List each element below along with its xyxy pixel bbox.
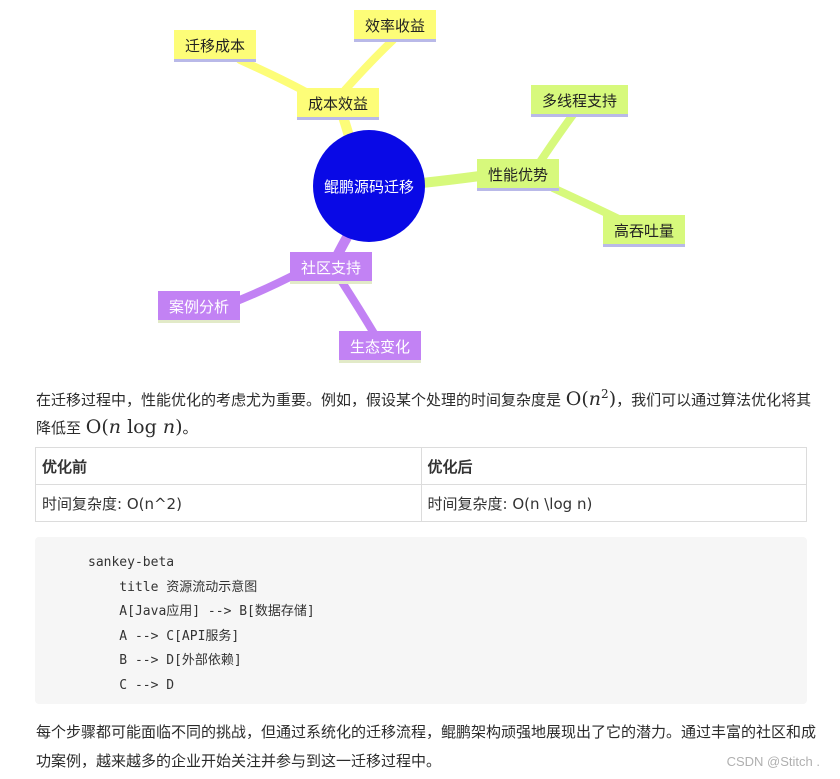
code-line: C --> D bbox=[88, 677, 175, 693]
mindmap-node-case-study: 案例分析 bbox=[158, 291, 241, 323]
edge-cost-benefit-efficiency bbox=[341, 36, 397, 94]
mindmap-root-node: 鲲鹏源码迁移 bbox=[313, 130, 425, 242]
mindmap-node-community: 社区支持 bbox=[290, 252, 373, 284]
code-line: A[Java应用] --> B[数据存储] bbox=[88, 604, 315, 620]
paragraph-summary: 每个步骤都可能面临不同的挑战，但通过系统化的迁移流程，鲲鹏架构顽强地展现出了它的… bbox=[36, 723, 817, 770]
code-line: A --> C[API服务] bbox=[88, 628, 240, 644]
mindmap-node-multithread: 多线程支持 bbox=[531, 85, 629, 117]
code-line: sankey-beta bbox=[88, 555, 175, 570]
table-header-after: 优化后 bbox=[420, 447, 807, 485]
edge-root-performance bbox=[417, 171, 485, 188]
table-header-row: 优化前 优化后 bbox=[35, 447, 807, 485]
table-header-before: 优化前 bbox=[35, 447, 422, 485]
mindmap-node-performance: 性能优势 bbox=[477, 159, 560, 191]
paragraph-performance: 在迁移过程中，性能优化的考虑尤为重要。例如，假设某个处理的时间复杂度是 O(n2… bbox=[36, 387, 812, 438]
code-line: B --> D[外部依赖] bbox=[88, 653, 242, 669]
complexity-table: 优化前 优化后 时间复杂度: O(n^2) 时间复杂度: O(n \log n) bbox=[35, 447, 807, 522]
edge-community-ecosystem bbox=[338, 278, 379, 339]
mindmap-node-ecosystem: 生态变化 bbox=[339, 331, 422, 363]
code-block[interactable]: sankey-beta title 资源流动示意图 A[Java应用] --> … bbox=[35, 537, 807, 704]
table-cell: 时间复杂度: O(n^2) bbox=[35, 484, 422, 522]
mindmap-node-efficiency-gain: 效率收益 bbox=[354, 10, 437, 42]
mindmap-node-migration-cost: 迁移成本 bbox=[174, 30, 257, 62]
table-row: 时间复杂度: O(n^2) 时间复杂度: O(n \log n) bbox=[35, 484, 807, 522]
math-complexity-after: O(n log n) bbox=[85, 416, 183, 438]
table-cell: 时间复杂度: O(n \log n) bbox=[420, 484, 807, 522]
code-line: title 资源流动示意图 bbox=[88, 579, 258, 595]
mindmap-node-throughput: 高吞吐量 bbox=[603, 215, 686, 247]
edge-performance-multithread bbox=[536, 108, 579, 166]
mindmap: 鲲鹏源码迁移 成本效益 迁移成本 效率收益 性能优势 多线程支持 高吞吐量 社区… bbox=[0, 0, 840, 372]
watermark: CSDN @Stitch . bbox=[726, 754, 820, 769]
mindmap-node-cost-benefit: 成本效益 bbox=[297, 88, 380, 120]
math-complexity-before: O(n2) bbox=[565, 387, 617, 410]
